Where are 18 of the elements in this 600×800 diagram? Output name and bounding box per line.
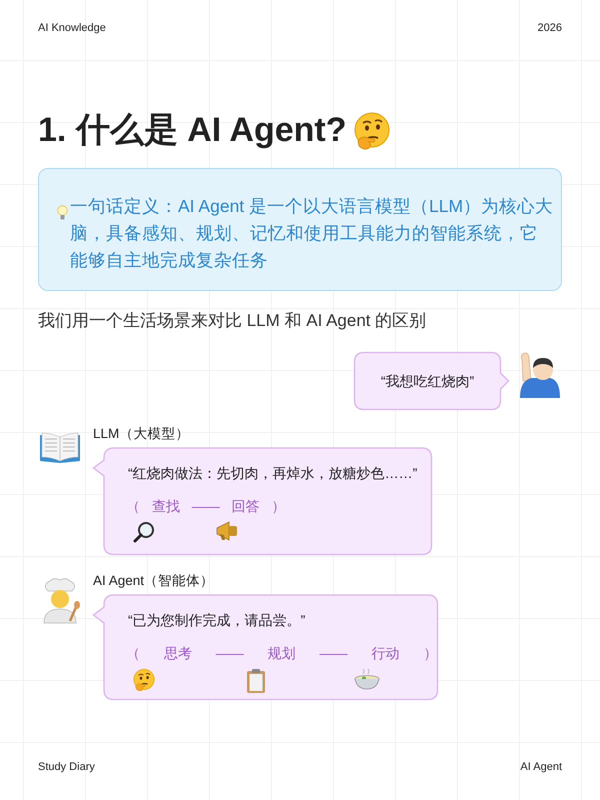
subtitle-text: 我们用一个生活场景来对比 LLM 和 AI Agent 的区别 [38, 310, 426, 332]
header-text: AI Knowledge [38, 22, 106, 34]
footer-text: Study Diary [38, 761, 95, 773]
footer-text: AI Agent [520, 761, 562, 773]
speaker-name: AI Agent（智能体） [93, 572, 214, 590]
speaker-name: LLM（大模型） [93, 425, 190, 443]
header-text: 2026 [538, 22, 562, 34]
speech-bubble [93, 425, 432, 555]
quote-text: “已为您制作完成，请品尝。” [128, 612, 306, 630]
definition-text: 一句话定义：AI Agent 是一个以大语言模型（LLM）为核心大脑，具备感知、规划、记忆和使用工具能力的智能系统，它能够自主地完成复杂任务 [70, 195, 554, 272]
step-sequence: （ 思考 —— 规划 —— 行动 ） [126, 645, 438, 663]
step-sequence: （ 查找 —— 回答 ） [126, 498, 286, 516]
page-title: 1. 什么是 AI Agent? [38, 110, 347, 151]
quote-text: “红烧肉做法：先切肉，再焯水，放糖炒色……” [128, 465, 418, 483]
definition-card [38, 168, 562, 291]
quote-text: “我想吃红烧肉” [380, 372, 476, 391]
speech-bubble [93, 572, 438, 700]
speech-bubble [354, 352, 509, 410]
